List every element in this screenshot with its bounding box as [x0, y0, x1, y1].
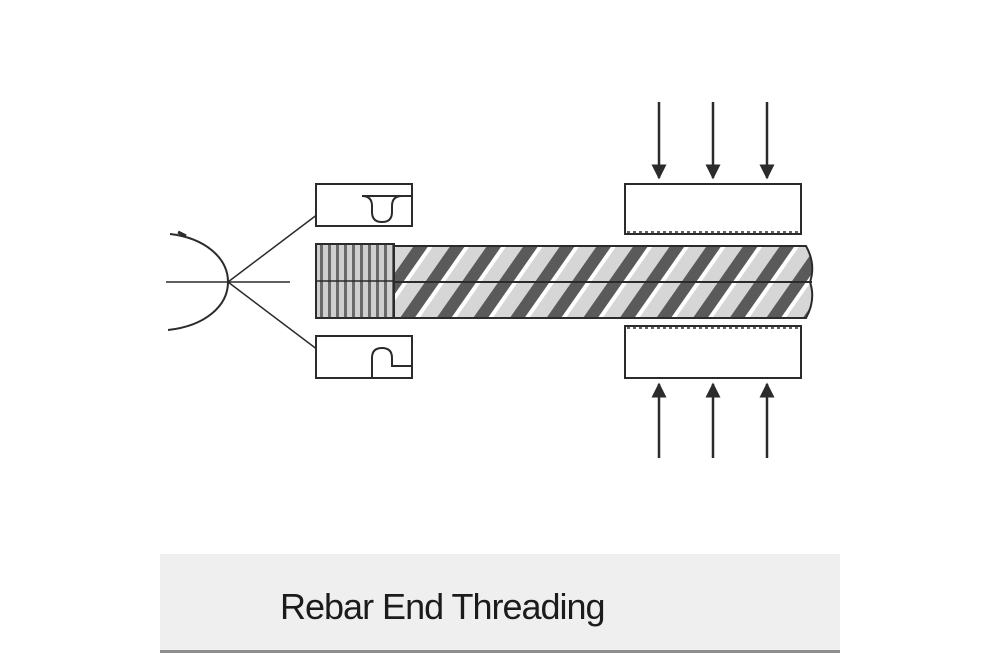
downward-force-arrows [651, 102, 775, 180]
lower-clamp-block [624, 325, 802, 379]
lower-die-block [315, 335, 413, 379]
caption-title: Rebar End Threading [280, 586, 606, 627]
upper-die-block [315, 183, 413, 227]
upward-force-arrows [651, 382, 775, 458]
caption-bar: Rebar End Threading [160, 554, 840, 653]
upper-clamp-block [624, 183, 802, 235]
rebar-threading-diagram [166, 102, 814, 458]
cutter-arc-top [169, 233, 229, 283]
cutter-arc-bottom [167, 281, 229, 331]
guide-lines [227, 213, 319, 351]
cutter-tip-mark [177, 230, 187, 238]
